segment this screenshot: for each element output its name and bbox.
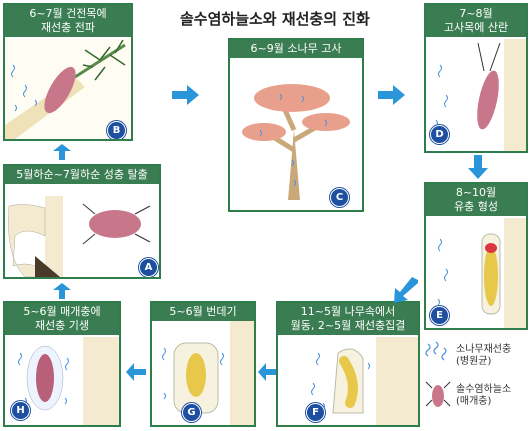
panel-h-label-1: 5~6월 매개충에 xyxy=(23,305,101,318)
legend-beetle-label: 솔수염하늘소 xyxy=(456,384,512,395)
panel-b-header: 6~7월 건전목에 재선충 전파 xyxy=(5,5,131,37)
arrow-b-to-c xyxy=(172,85,199,105)
panel-b: 6~7월 건전목에 재선충 전파 B xyxy=(3,3,133,141)
panel-b-label-1: 6~7월 건전목에 xyxy=(29,7,107,20)
panel-c-illustration xyxy=(230,58,362,210)
panel-g-illustration xyxy=(152,321,254,425)
legend-nematode-sublabel: (병원균) xyxy=(456,356,492,367)
panel-f-label-2: 월동, 2~5월 재선충집결 xyxy=(290,319,406,332)
panel-f: 11~5월 나무속에서 월동, 2~5월 재선충집결 F xyxy=(276,301,420,427)
panel-b-illustration xyxy=(5,39,131,139)
panel-g: 5~6월 번데기 G xyxy=(150,301,256,427)
badge-f: F xyxy=(306,403,325,422)
badge-c: C xyxy=(330,188,349,207)
panel-b-label-2: 재선충 전파 xyxy=(40,21,96,34)
legend-beetle: 솔수염하늘소 (매개충) xyxy=(456,384,511,408)
panel-a-illustration xyxy=(5,184,159,277)
badge-d: D xyxy=(430,125,449,144)
badge-e: E xyxy=(430,306,449,325)
panel-e-label-1: 8~10월 xyxy=(455,186,497,199)
panel-a: 5월하순~7월하순 성충 탈출 A xyxy=(3,164,161,279)
panel-e: 8~10월 유충 형성 E xyxy=(424,182,528,330)
badge-h: H xyxy=(11,401,30,420)
panel-h-header: 5~6월 매개충에 재선충 기생 xyxy=(5,303,119,335)
arrow-d-to-e xyxy=(468,155,488,179)
legend-beetle-sublabel: (매개충) xyxy=(456,396,492,407)
arrow-e-to-f xyxy=(394,277,418,303)
arrow-f-to-g xyxy=(258,363,276,381)
panel-d-illustration xyxy=(426,39,526,151)
panel-d: 7~8월 고사목에 산란 D xyxy=(424,3,528,153)
panel-c-header: 6~9월 소나무 고사 xyxy=(230,40,362,58)
panel-d-label-2: 고사목에 산란 xyxy=(443,21,509,34)
panel-h: 5~6월 매개충에 재선충 기생 H xyxy=(3,301,121,427)
panel-c: 6~9월 소나무 고사 C xyxy=(228,38,364,212)
arrow-c-to-d xyxy=(378,85,405,105)
beetle-legend-icon xyxy=(425,381,451,407)
panel-e-header: 8~10월 유충 형성 xyxy=(426,184,526,216)
panel-d-label-1: 7~8월 xyxy=(459,7,493,20)
arrow-a-to-b xyxy=(53,144,71,160)
panel-h-label-2: 재선충 기생 xyxy=(34,319,90,332)
arrow-g-to-h xyxy=(126,363,146,381)
badge-g: G xyxy=(182,403,201,422)
badge-a: A xyxy=(139,258,158,277)
panel-f-illustration xyxy=(278,337,418,425)
panel-g-header: 5~6월 번데기 xyxy=(152,303,254,321)
legend-nematode: 소나무재선충 (병원균) xyxy=(456,344,511,368)
nematode-legend-icon xyxy=(425,341,447,361)
panel-a-header: 5월하순~7월하순 성충 탈출 xyxy=(5,166,159,184)
diagram-title: 솔수염하늘소와 재선충의 진화 xyxy=(180,10,370,28)
panel-f-header: 11~5월 나무속에서 월동, 2~5월 재선충집결 xyxy=(278,303,418,335)
panel-f-label-1: 11~5월 나무속에서 xyxy=(300,305,396,318)
panel-e-label-2: 유충 형성 xyxy=(454,200,498,213)
arrow-h-to-a xyxy=(53,283,71,299)
legend-nematode-label: 소나무재선충 xyxy=(456,344,512,355)
panel-h-illustration xyxy=(5,337,119,425)
badge-b: B xyxy=(107,121,126,139)
panel-d-header: 7~8월 고사목에 산란 xyxy=(426,5,526,37)
